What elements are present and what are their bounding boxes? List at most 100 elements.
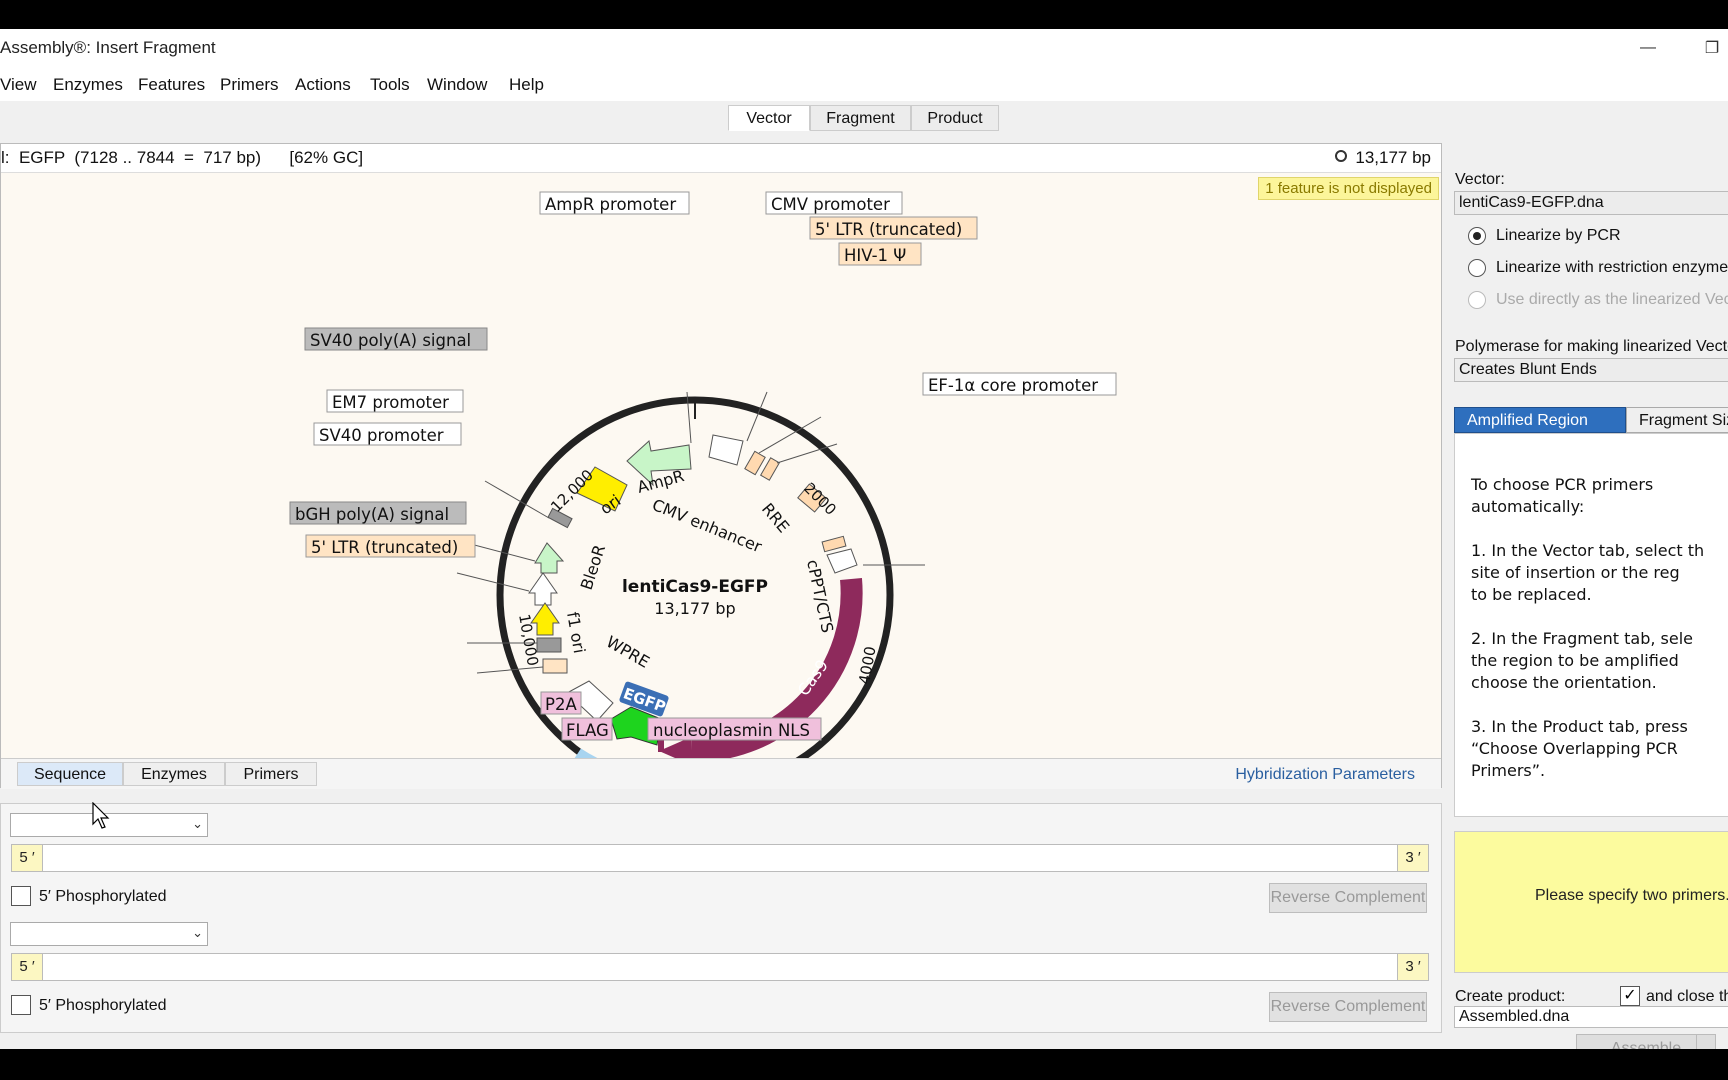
bgh-polya-feature[interactable] xyxy=(536,637,562,653)
assemble-button[interactable]: Assemble xyxy=(1576,1034,1716,1049)
window-title: Assembly®: Insert Fragment xyxy=(0,38,216,57)
label-p2a[interactable]: P2A xyxy=(545,695,577,714)
nls-feature[interactable] xyxy=(658,730,664,752)
forward-primer-sequence[interactable]: 5 ′ 3 ′ xyxy=(11,844,1429,872)
product-name-field[interactable]: Assembled.dna xyxy=(1454,1006,1728,1028)
instruction-line: Primers”. xyxy=(1471,761,1546,780)
reverse-reverse-complement-button[interactable]: Reverse Complement xyxy=(1269,992,1427,1022)
cancel-button[interactable] xyxy=(1696,1034,1716,1049)
sv40-promoter-feature[interactable] xyxy=(528,572,558,606)
sequence-length: 13,177 bp xyxy=(1355,148,1431,167)
tab-product[interactable]: Product xyxy=(911,105,999,131)
tab-vector[interactable]: Vector xyxy=(728,105,810,131)
label-em7[interactable]: EM7 promoter xyxy=(332,393,449,412)
restore-button[interactable]: ❐ xyxy=(1692,33,1728,63)
menu-help[interactable]: Help xyxy=(509,75,544,94)
vector-label: Vector: xyxy=(1455,171,1505,188)
cas9-feature[interactable] xyxy=(690,578,863,763)
vector-file-field[interactable]: lentiCas9-EGFP.dna xyxy=(1454,191,1728,215)
label-flag[interactable]: FLAG xyxy=(566,721,609,740)
circle-icon xyxy=(1335,150,1348,162)
close-window-checkbox[interactable]: ✓ xyxy=(1620,986,1640,1006)
label-box-sv40-polya xyxy=(304,327,488,351)
tab-fragment-size[interactable]: Fragment Siz xyxy=(1626,407,1728,433)
primer-entry-area: ⌄ 5 ′ 3 ′ 5′ Phosphorylated Reverse Comp… xyxy=(0,803,1442,1033)
instruction-line: to be replaced. xyxy=(1471,585,1592,604)
polymerase-label: Polymerase for making linearized Vecto xyxy=(1455,338,1728,355)
label-ampr-promoter[interactable]: AmpR promoter xyxy=(545,195,676,214)
forward-reverse-complement-button[interactable]: Reverse Complement xyxy=(1269,883,1427,913)
polymerase-select[interactable]: Creates Blunt Ends xyxy=(1454,358,1728,382)
label-box-hiv-psi xyxy=(838,242,922,266)
plasmid-size: 13,177 bp xyxy=(654,599,735,618)
plasmid-map-view[interactable]: 1 feature is not displayed Cas9 EGFP W xyxy=(1,173,1441,869)
ltr-top-feature[interactable] xyxy=(744,450,766,476)
menu-view[interactable]: View xyxy=(0,75,37,94)
wpre-box[interactable] xyxy=(566,680,614,722)
hiv-psi-feature[interactable] xyxy=(759,457,781,481)
label-box-nls xyxy=(647,717,822,741)
sv40-polya-feature[interactable] xyxy=(547,507,573,529)
radio-use-directly-label: Use directly as the linearized Vec xyxy=(1496,291,1728,308)
ef1a-feature[interactable] xyxy=(826,548,858,574)
hybridization-parameters-link[interactable]: Hybridization Parameters xyxy=(1235,766,1415,783)
label-hiv-psi[interactable]: HIV-1 Ψ xyxy=(844,246,906,265)
forward-primer-select[interactable]: ⌄ xyxy=(10,813,208,837)
subtab-primers[interactable]: Primers xyxy=(225,762,317,786)
label-sv40-polya[interactable]: SV40 poly(A) signal xyxy=(310,331,471,350)
label-bgh-polya[interactable]: bGH poly(A) signal xyxy=(295,505,449,524)
label-ltr-top[interactable]: 5' LTR (truncated) xyxy=(815,220,962,239)
tab-amplified-region[interactable]: Amplified Region xyxy=(1454,407,1626,433)
menu-window[interactable]: Window xyxy=(427,75,488,94)
instruction-line: 3. In the Product tab, press xyxy=(1471,717,1688,736)
menu-features[interactable]: Features xyxy=(138,75,206,94)
selection-info: l: EGFP (7128 .. 7844 = 717 bp) [62% GC] xyxy=(1,148,364,167)
ampr-feature[interactable] xyxy=(626,440,692,487)
menu-primers[interactable]: Primers xyxy=(220,75,279,94)
menu-bar: View Enzymes Features Primers Actions To… xyxy=(0,69,1728,101)
reverse-phosphorylated-checkbox[interactable] xyxy=(11,995,31,1015)
f1-ori-feature[interactable] xyxy=(530,602,560,636)
reverse-primer-sequence[interactable]: 5 ′ 3 ′ xyxy=(11,953,1429,981)
menu-enzymes[interactable]: Enzymes xyxy=(53,75,123,94)
close-window-label: and close th xyxy=(1646,988,1728,1005)
cppt-feature[interactable] xyxy=(821,535,847,553)
radio-linearize-pcr[interactable] xyxy=(1468,227,1486,245)
plasmid-map[interactable]: Cas9 EGFP WPRE BleoR f1 ori xyxy=(1,173,1441,869)
title-bar: Assembly®: Insert Fragment — ❐ xyxy=(0,29,1728,69)
chevron-down-icon: ⌄ xyxy=(192,925,203,940)
radio-use-directly[interactable] xyxy=(1468,291,1486,309)
label-box-ltr-top xyxy=(809,216,978,240)
menu-actions[interactable]: Actions xyxy=(295,75,351,94)
tab-fragment[interactable]: Fragment xyxy=(810,105,911,131)
radio-linearize-pcr-label: Linearize by PCR xyxy=(1496,227,1621,244)
forward-phosphorylated-checkbox[interactable] xyxy=(11,886,31,906)
selection-info-bar: l: EGFP (7128 .. 7844 = 717 bp) [62% GC]… xyxy=(1,144,1441,173)
label-sv40-promoter[interactable]: SV40 promoter xyxy=(319,426,444,445)
hidden-feature-notice[interactable]: 1 feature is not displayed xyxy=(1258,177,1439,200)
reverse-primer-select[interactable]: ⌄ xyxy=(10,922,208,946)
minimize-icon: — xyxy=(1640,39,1656,56)
minimize-button[interactable]: — xyxy=(1628,33,1668,63)
feature-label-wpre: WPRE xyxy=(603,632,653,672)
label-box-em7 xyxy=(326,389,464,413)
subtab-sequence[interactable]: Sequence xyxy=(17,762,123,786)
em7-feature[interactable] xyxy=(534,542,565,574)
cmv-enhancer-feature[interactable] xyxy=(708,434,744,466)
ori-feature[interactable] xyxy=(576,466,628,512)
ltr-bottom-feature[interactable] xyxy=(542,658,568,674)
radio-linearize-enzyme[interactable] xyxy=(1468,259,1486,277)
label-nls[interactable]: nucleoplasmin NLS xyxy=(653,721,810,740)
subtab-enzymes[interactable]: Enzymes xyxy=(123,762,225,786)
label-ef1a[interactable]: EF-1α core promoter xyxy=(928,376,1098,395)
label-cmv-promoter[interactable]: CMV promoter xyxy=(771,195,890,214)
label-box-p2a xyxy=(540,691,582,715)
menu-tools[interactable]: Tools xyxy=(370,75,410,94)
label-ltr-bottom[interactable]: 5' LTR (truncated) xyxy=(311,538,458,557)
rre-feature[interactable] xyxy=(797,483,827,513)
forward-phosphorylated-label: 5′ Phosphorylated xyxy=(39,888,167,905)
create-product-label: Create product: xyxy=(1455,988,1566,1005)
feature-label-cmv-enhancer: CMV enhancer xyxy=(650,495,765,556)
label-box-ltr-bottom xyxy=(305,534,476,558)
instruction-line: automatically: xyxy=(1471,497,1585,516)
